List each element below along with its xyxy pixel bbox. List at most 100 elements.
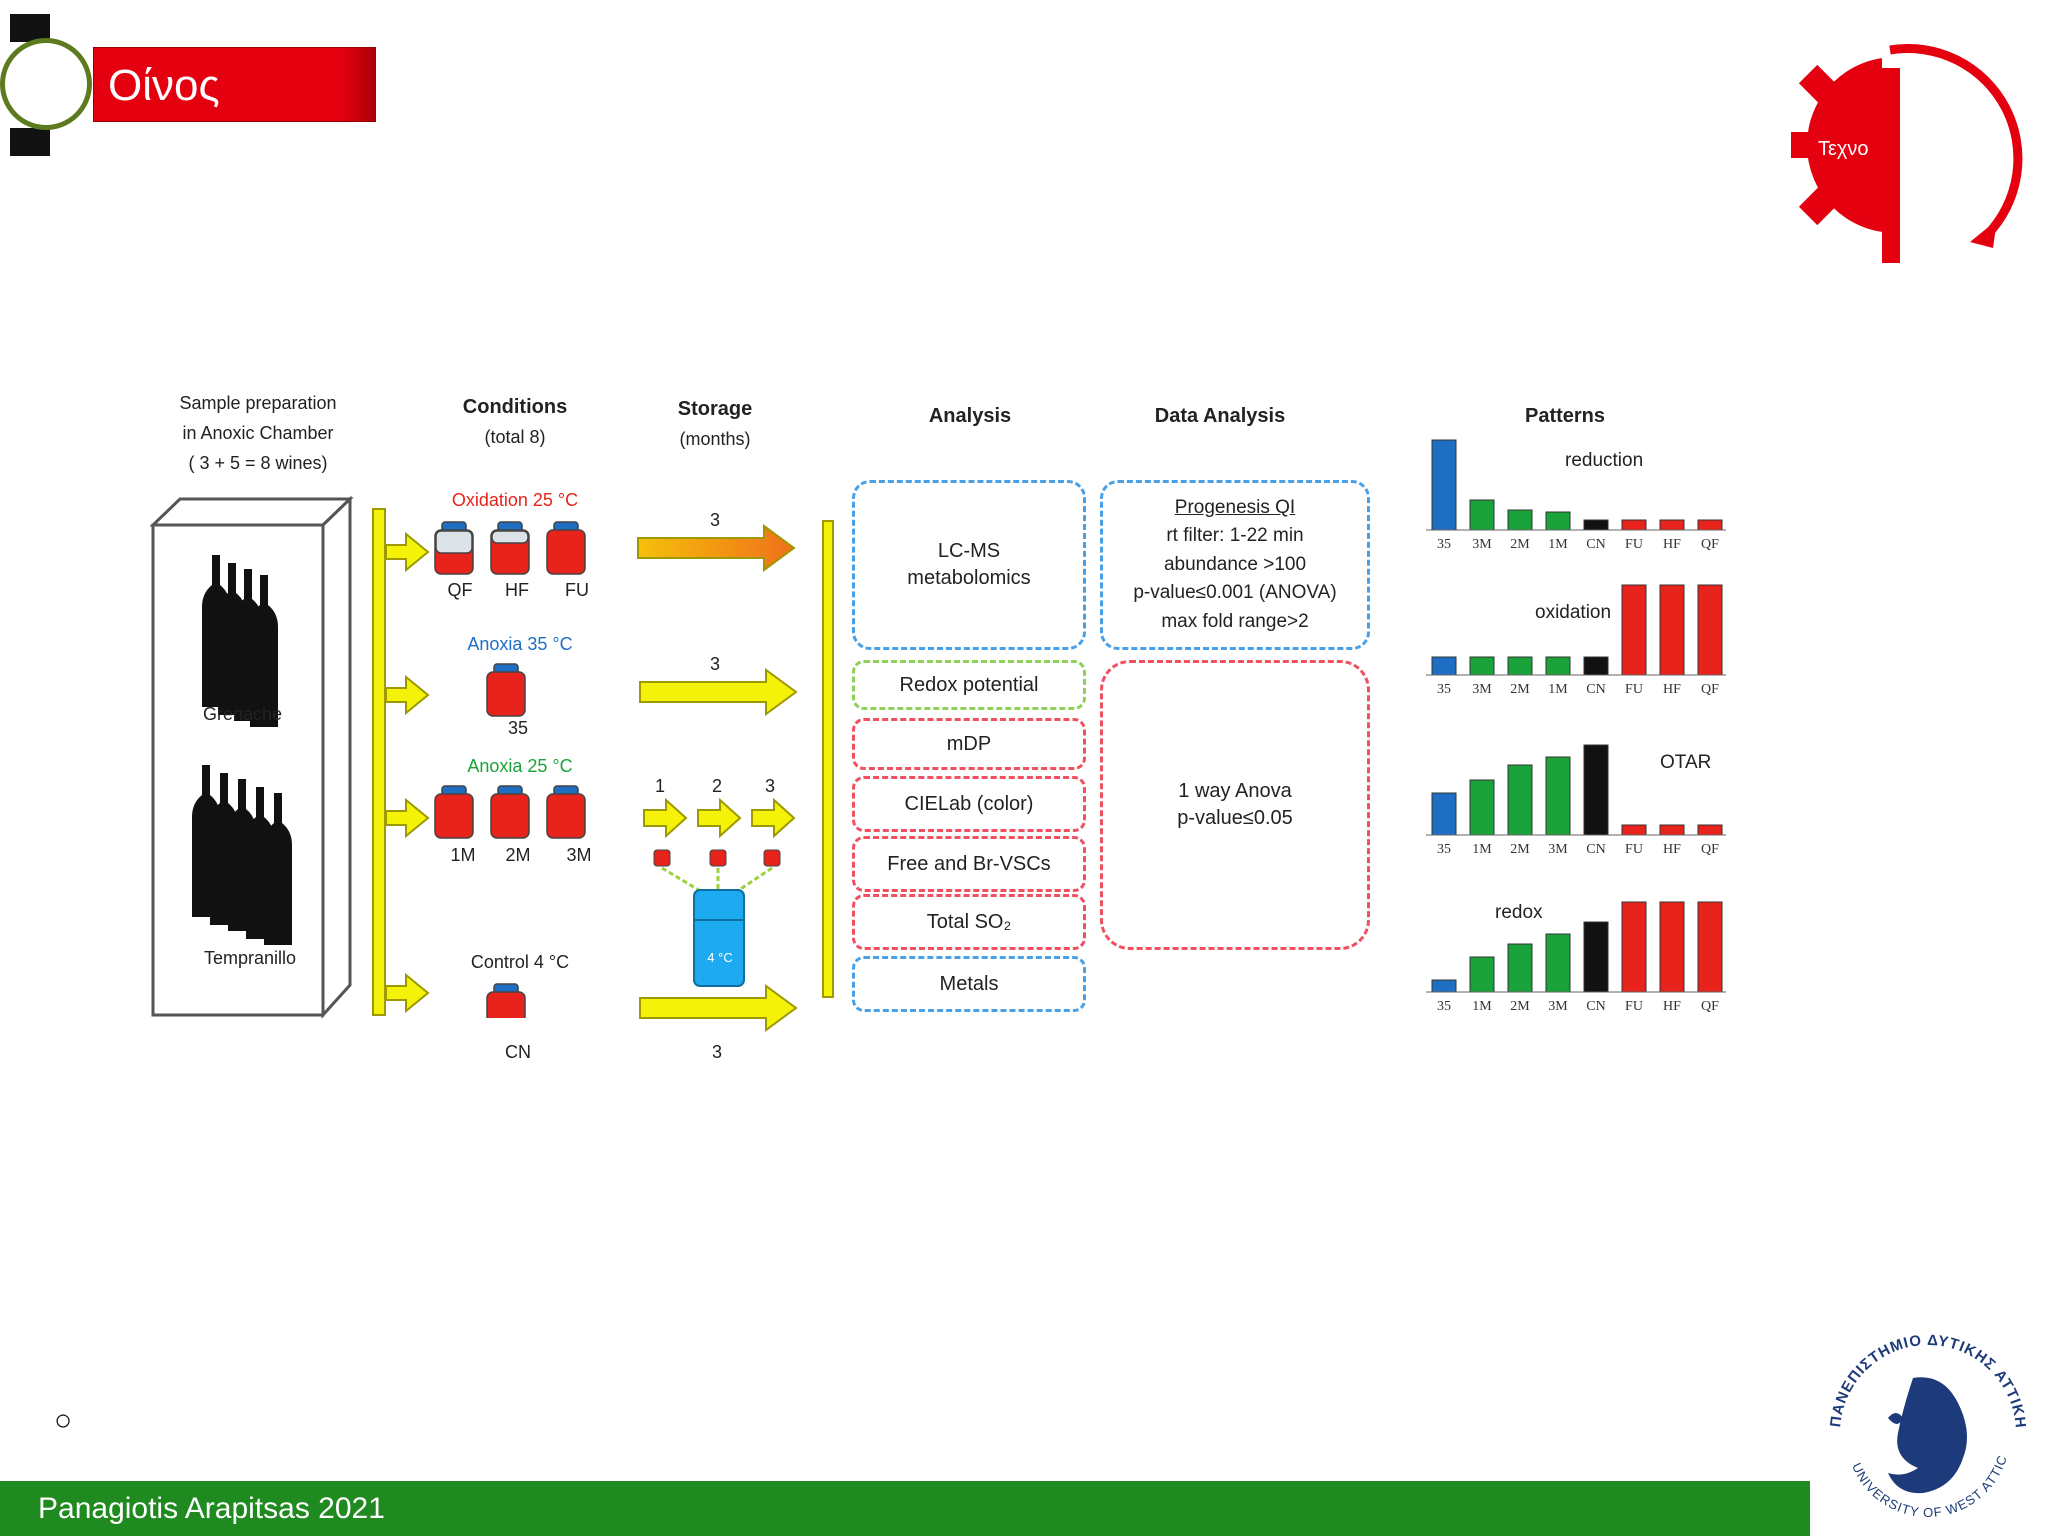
jar-label: CN <box>505 1042 531 1062</box>
pattern-bar <box>1659 519 1685 531</box>
pattern-tick-label: FU <box>1625 537 1643 552</box>
header-conditions-line2: (total 8) <box>484 427 546 447</box>
fridge-icon <box>693 889 745 987</box>
pattern-bar <box>1469 956 1495 993</box>
data-analysis-box-metabolomics: Progenesis QI rt filter: 1-22 min abunda… <box>1100 480 1370 650</box>
pattern-title: oxidation <box>1535 602 1611 623</box>
footer-author: Panagiotis Arapitsas 2021 <box>0 1481 1810 1536</box>
storage-months: 3 <box>709 510 720 530</box>
storage-months: 3 <box>764 776 775 796</box>
pattern-bar <box>1659 584 1685 676</box>
pattern-bar <box>1507 509 1533 531</box>
storage-months: 3 <box>711 1042 722 1062</box>
condition-oxidation-label: Oxidation 25 °C <box>451 490 579 510</box>
pattern-bar <box>1545 656 1571 676</box>
pattern-bar <box>1583 519 1609 531</box>
pattern-bar <box>1583 744 1609 836</box>
pattern-bar <box>1621 519 1647 531</box>
header-sample-prep-line3: ( 3 + 5 = 8 wines) <box>188 453 328 473</box>
analysis-label: CIELab (color) <box>904 792 1034 815</box>
condition-control-label: Control 4 °C <box>470 952 570 972</box>
pattern-tick-label: 35 <box>1437 999 1451 1014</box>
pattern-bar <box>1431 656 1457 676</box>
pattern-tick-label: 1M <box>1548 682 1568 697</box>
jar-label: FU <box>565 580 589 600</box>
data-analysis-line: rt filter: 1-22 min <box>1166 525 1304 547</box>
analysis-box-cielab: CIELab (color) <box>852 776 1086 832</box>
pattern-tick-label: 1M <box>1472 842 1492 857</box>
pattern-bar <box>1469 499 1495 531</box>
anoxic-chamber <box>150 495 354 1019</box>
pattern-bar <box>1431 792 1457 836</box>
pattern-bar <box>1545 756 1571 836</box>
pattern-bar <box>1507 764 1533 836</box>
header-analysis: Analysis <box>928 405 1012 427</box>
pattern-tick-label: 3M <box>1472 537 1492 552</box>
header-sample-prep-line2: in Anoxic Chamber <box>182 423 334 443</box>
pattern-tick-label: 3M <box>1548 999 1568 1014</box>
pattern-bar <box>1507 943 1533 993</box>
pattern-tick-label: 2M <box>1510 682 1530 697</box>
pattern-bar <box>1697 824 1723 836</box>
data-analysis-line: 1 way Anova <box>1178 780 1292 802</box>
bullet: ○ <box>54 1404 73 1437</box>
data-analysis-box-anova: 1 way Anova p-value≤0.05 <box>1100 660 1370 950</box>
analysis-label: Metals <box>939 972 999 995</box>
pattern-bar <box>1659 824 1685 836</box>
pattern-tick-label: HF <box>1663 842 1681 857</box>
pattern-tick-label: 2M <box>1510 999 1530 1014</box>
pattern-bar <box>1545 933 1571 993</box>
distribution-bar <box>372 508 386 1016</box>
header-storage-line1: Storage <box>677 398 753 420</box>
header-patterns: Patterns <box>1524 405 1606 427</box>
green-ring-logo <box>0 38 92 130</box>
pattern-bar <box>1621 824 1647 836</box>
header-storage-line2: (months) <box>679 429 751 449</box>
pattern-tick-label: HF <box>1663 537 1681 552</box>
analysis-label: Free and Br-VSCs <box>887 852 1051 875</box>
corner-square-top <box>10 14 50 42</box>
pattern-tick-label: QF <box>1701 537 1719 552</box>
pattern-bar <box>1697 584 1723 676</box>
pattern-tick-label: 1M <box>1548 537 1568 552</box>
wine-grenache: Grenache <box>202 704 283 724</box>
data-analysis-line: p-value≤0.05 <box>1177 807 1293 829</box>
fridge-temp: 4 °C <box>707 950 733 965</box>
pattern-tick-label: 1M <box>1472 999 1492 1014</box>
pattern-tick-label: HF <box>1663 682 1681 697</box>
pattern-bar <box>1469 656 1495 676</box>
jar-label: 35 <box>507 718 529 738</box>
pattern-tick-label: 35 <box>1437 842 1451 857</box>
gear-label: Τεχνο <box>1818 138 1869 160</box>
analysis-box-lcms: LC-MS metabolomics <box>852 480 1086 650</box>
analysis-box-metals: Metals <box>852 956 1086 1012</box>
analysis-label: Redox potential <box>899 673 1039 696</box>
data-analysis-line: Progenesis QI <box>1174 496 1296 518</box>
data-analysis-line: abundance >100 <box>1163 553 1307 575</box>
pattern-tick-label: CN <box>1586 682 1605 697</box>
pattern-bar <box>1583 656 1609 676</box>
pattern-tick-label: CN <box>1586 537 1605 552</box>
pattern-bar <box>1469 779 1495 836</box>
condition-anoxia35-label: Anoxia 35 °C <box>467 634 573 654</box>
jar-label: 3M <box>566 845 592 865</box>
pattern-tick-label: 3M <box>1472 682 1492 697</box>
pattern-tick-label: QF <box>1701 682 1719 697</box>
condition-anoxia25-label: Anoxia 25 °C <box>467 756 573 776</box>
gear-logo-icon <box>1791 20 2048 270</box>
analysis-label: mDP <box>946 732 992 755</box>
jar-label: 1M <box>450 845 476 865</box>
university-seal-logo: ΠΑΝΕΠΙΣΤΗΜΙΟ ΔΥΤΙΚΗΣ ΑΤΤΙΚΗΣ UNIVERSITY … <box>1818 1318 2028 1520</box>
corner-square-bottom <box>10 128 50 156</box>
slide-title: Οίνος <box>93 47 376 122</box>
pattern-bar <box>1507 656 1533 676</box>
pattern-bar <box>1697 519 1723 531</box>
pattern-tick-label: 3M <box>1548 842 1568 857</box>
analysis-box-mdp: mDP <box>852 718 1086 770</box>
data-analysis-line: max fold range>2 <box>1161 610 1309 632</box>
pattern-bar <box>1431 979 1457 993</box>
analysis-box-redox: Redox potential <box>852 660 1086 710</box>
pattern-bar <box>1697 901 1723 993</box>
header-sample-prep: Sample preparation in Anoxic Chamber ( 3… <box>143 388 373 478</box>
pattern-bar <box>1621 584 1647 676</box>
